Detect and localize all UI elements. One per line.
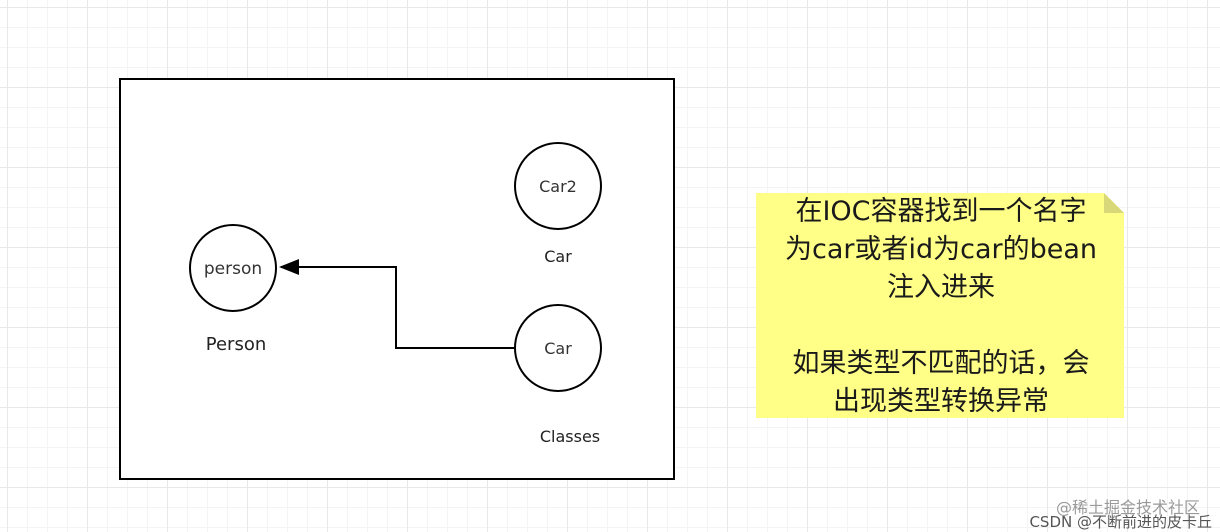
note-line: 为car或者id为car的bean — [784, 234, 1098, 265]
node-car[interactable]: Car — [514, 304, 602, 392]
note-line: 出现类型转换异常 — [833, 386, 1049, 417]
node-car2[interactable]: Car2 — [514, 142, 602, 230]
note-line: 在IOC容器找到一个名字 — [795, 196, 1087, 227]
watermark-csdn: CSDN @不断前进的皮卡丘 — [1029, 513, 1212, 531]
sticky-note[interactable] — [756, 193, 1124, 418]
node-car2-label: Car2 — [539, 177, 577, 196]
watermark-community: @稀土掘金技术社区 — [1055, 498, 1200, 517]
node-person-caption: Person — [206, 334, 267, 355]
sticky-note-text: 在IOC容器找到一个名字 为car或者id为car的bean 注入进来 如果类型… — [758, 193, 1124, 421]
node-car-label: Car — [544, 339, 572, 358]
note-line — [758, 307, 1124, 345]
node-car2-circle[interactable] — [514, 142, 602, 230]
node-person-label: person — [204, 259, 262, 279]
node-person[interactable]: person — [189, 224, 277, 312]
node-car2-caption: Car — [544, 247, 572, 266]
sticky-note-fold — [1104, 193, 1124, 213]
edge-car-to-person[interactable] — [279, 259, 514, 349]
note-line: 注入进来 — [887, 272, 995, 303]
node-car-circle[interactable] — [514, 304, 602, 392]
node-car-caption: Classes — [540, 427, 600, 446]
node-person-circle[interactable] — [189, 224, 277, 312]
sticky-note-body[interactable] — [756, 193, 1124, 418]
note-line: 如果类型不匹配的话，会 — [792, 348, 1090, 379]
